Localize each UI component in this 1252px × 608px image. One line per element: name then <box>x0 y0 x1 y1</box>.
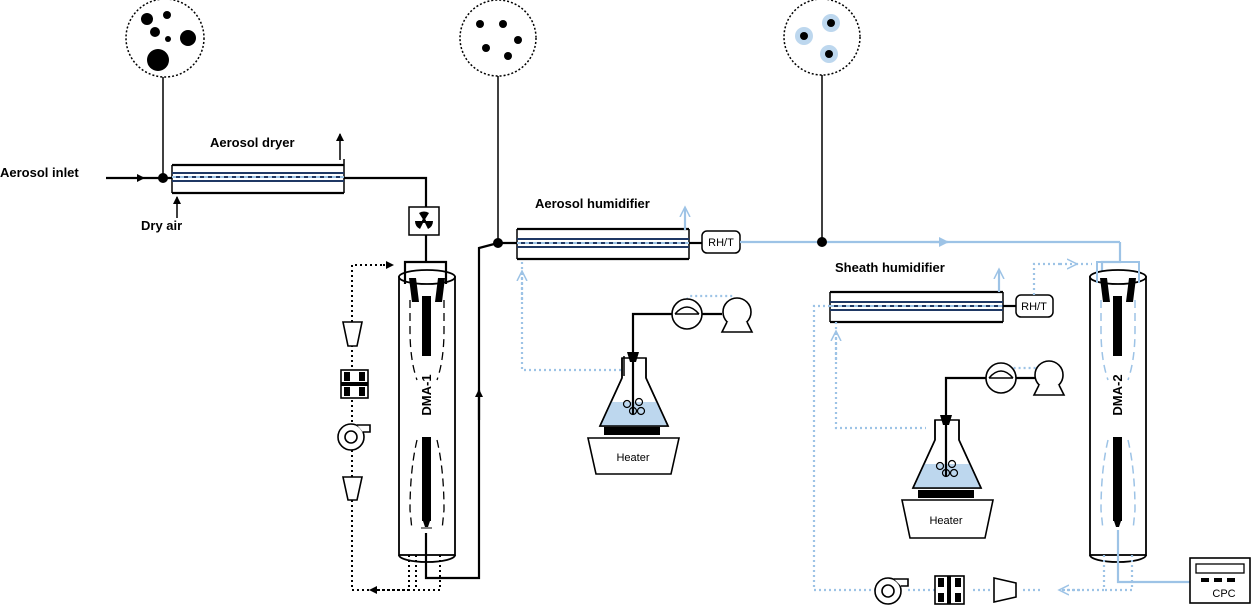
aerosol-dryer-label: Aerosol dryer <box>210 135 295 150</box>
filter-icon <box>342 321 363 347</box>
dma1-sheath-loop <box>351 261 441 594</box>
rh-t-sensor-2: RH/T <box>1015 294 1054 318</box>
flask-1 <box>598 352 670 435</box>
svg-text:RH/T: RH/T <box>1021 301 1047 313</box>
svg-text:Heater: Heater <box>616 452 649 464</box>
pump-icon <box>1032 360 1066 396</box>
radioactive-neutralizer-icon <box>408 206 440 236</box>
valve-icon <box>934 575 965 605</box>
dma1-label: DMA-1 <box>419 374 434 415</box>
dryer-outlet-line <box>344 176 428 207</box>
valve-icon <box>340 369 369 399</box>
dma2-column <box>1089 261 1147 563</box>
particles-monodisperse <box>459 0 537 77</box>
svg-text:Heater: Heater <box>929 515 962 527</box>
flask-2 <box>911 415 983 498</box>
dma1-column <box>398 260 456 563</box>
particles-humidified <box>783 0 861 76</box>
dry-air-label: Dry air <box>141 218 182 233</box>
sheath-return-loop <box>812 304 876 592</box>
dma2-label: DMA-2 <box>1110 374 1125 415</box>
dma1-monodisperse-outlet <box>424 241 499 580</box>
flask2-gas-line <box>944 376 986 423</box>
aerosol-humidifier <box>516 227 690 261</box>
aerosol-dryer <box>171 159 345 195</box>
svg-text:RH/T: RH/T <box>708 237 734 249</box>
sheath-humidifier-label: Sheath humidifier <box>835 260 945 275</box>
cpc-counter: CPC <box>1189 557 1251 604</box>
flow-meter-icon <box>671 298 703 330</box>
rh-t-sensor-1: RH/T <box>701 230 741 254</box>
heater-2: Heater <box>901 499 994 539</box>
sheath-humidifier <box>829 290 1004 324</box>
junction-node <box>158 173 168 183</box>
blower-icon <box>337 423 371 451</box>
blower-icon <box>874 577 909 605</box>
dma2-outlet-line <box>1116 530 1190 584</box>
humidifier-return-loop <box>520 262 640 372</box>
particles-dry-inlet <box>125 0 205 78</box>
filter-icon <box>993 576 1017 604</box>
heater-1: Heater <box>587 437 680 475</box>
aerosol-humidifier-label: Aerosol humidifier <box>535 196 650 211</box>
flow-meter-icon <box>985 362 1017 394</box>
aerosol-inlet-label: Aerosol inlet <box>0 165 79 180</box>
filter-icon <box>342 476 363 501</box>
pump-icon <box>720 297 754 333</box>
flask1-gas-line <box>631 312 672 360</box>
cpc-label: CPC <box>1212 588 1235 600</box>
junction-node-2 <box>493 238 503 248</box>
junction-node-3 <box>817 237 827 247</box>
